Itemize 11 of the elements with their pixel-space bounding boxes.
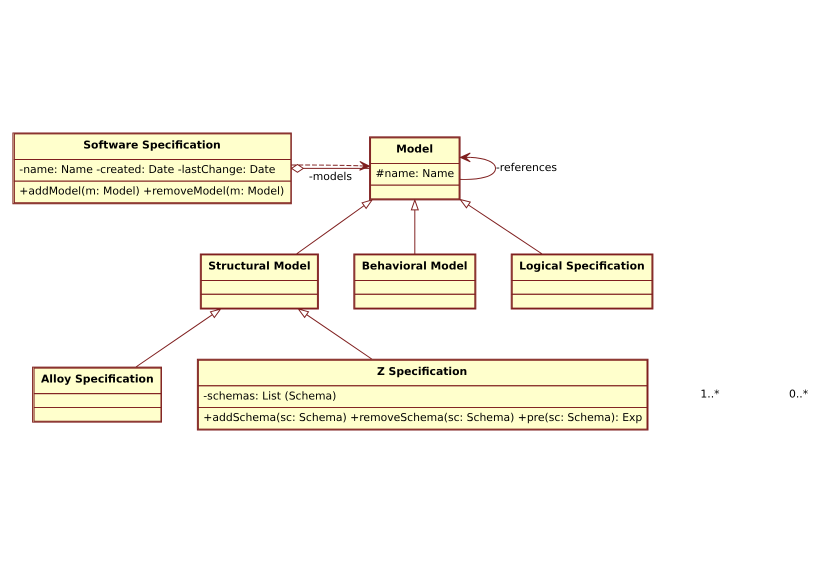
arrow	[297, 308, 372, 360]
connector	[290, 163, 370, 172]
arrow	[135, 308, 222, 368]
arrow	[458, 198, 542, 254]
arrow	[296, 198, 374, 254]
label: 0..*	[788, 386, 808, 400]
edge-label: -models	[308, 169, 352, 182]
label: 1..*	[700, 386, 720, 400]
arrow	[460, 152, 496, 180]
edge-label: -references	[496, 160, 558, 174]
arrow	[410, 198, 419, 254]
